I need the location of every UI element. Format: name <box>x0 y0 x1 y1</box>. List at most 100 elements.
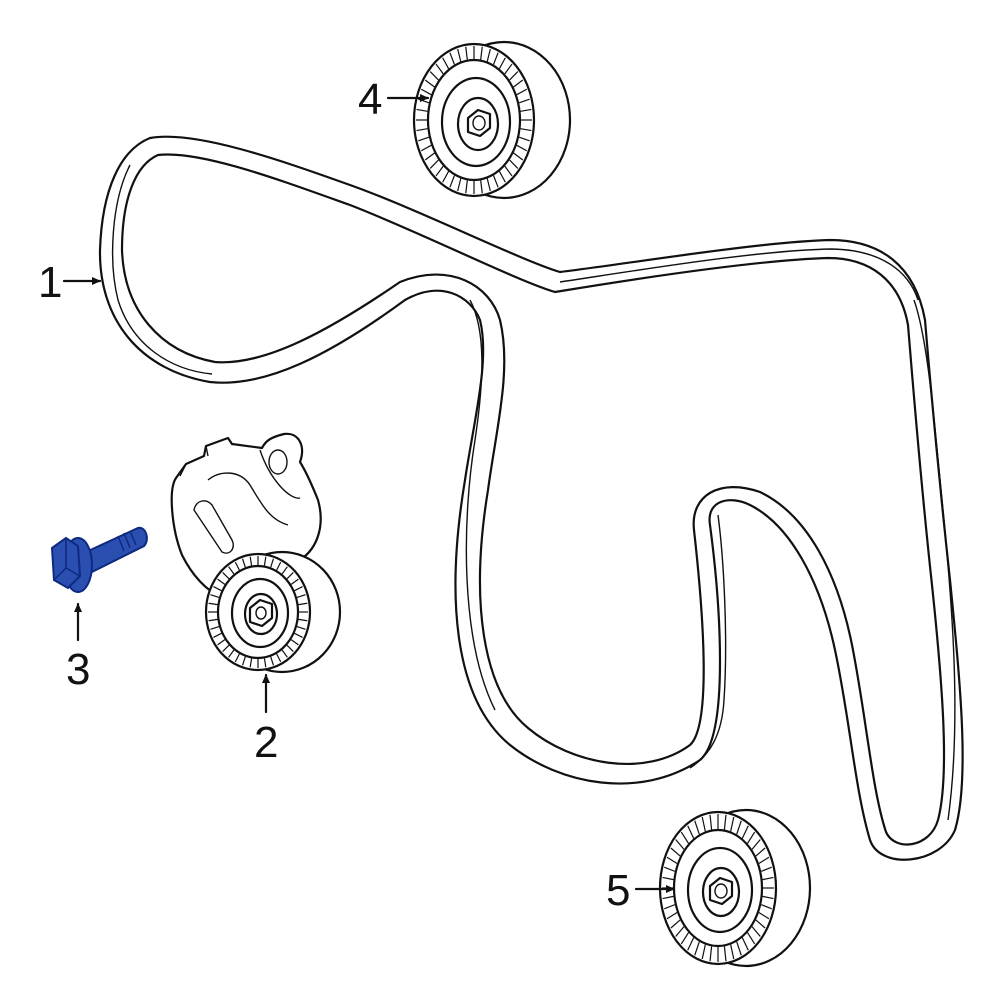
pulley-rib <box>518 136 530 142</box>
pulley-rib <box>709 946 713 962</box>
pulley-rib <box>694 820 700 835</box>
pulley-rib <box>208 602 218 606</box>
pulley-rib <box>210 625 220 630</box>
pulley-rib <box>509 71 519 81</box>
belt-outer-edge <box>98 135 964 861</box>
pulley-rib <box>680 932 690 945</box>
pulley-rib <box>675 926 685 937</box>
pulley-rib <box>680 831 690 844</box>
pulley-rib <box>286 644 294 653</box>
pulley-rib <box>263 658 267 668</box>
pulley-rib <box>746 932 756 945</box>
pulley-rib <box>213 586 222 592</box>
pulley-rib <box>213 632 222 638</box>
pulley-rib <box>290 639 299 646</box>
pulley-rib <box>709 814 713 830</box>
pulley-rib <box>424 79 435 88</box>
pulley-rib <box>760 904 772 910</box>
belt-tensioner[interactable] <box>170 432 342 674</box>
pulley-rib <box>270 656 275 666</box>
pulley-rib <box>270 558 275 568</box>
idler-pulley-lower[interactable] <box>658 808 812 968</box>
pulley-rib <box>762 895 774 900</box>
pulley-rib <box>210 594 220 599</box>
pulley-rib <box>418 136 430 142</box>
pulley-rib <box>670 847 681 857</box>
pulley-rib <box>760 866 772 872</box>
pulley-rib <box>730 944 735 960</box>
tensioner-bolt[interactable] <box>50 526 148 593</box>
pulley-rib <box>480 46 483 60</box>
idler-pulley-upper[interactable] <box>412 40 572 200</box>
pulley-rib <box>296 594 306 599</box>
pulley-rib <box>420 144 432 152</box>
pulley-rib <box>666 856 678 864</box>
pulley-rib <box>758 912 770 920</box>
pulley-rib <box>298 618 308 622</box>
pulley-rib <box>675 839 685 850</box>
pulley-rib <box>420 88 432 96</box>
callout-5: 5 <box>606 866 676 915</box>
pulley-rib <box>723 946 727 962</box>
pulley-rib <box>662 895 674 900</box>
pulley-rib <box>276 653 282 663</box>
pulley-rib <box>492 175 499 188</box>
pulley-rib <box>442 171 450 183</box>
callout-4: 4 <box>358 75 430 124</box>
bolt-threads <box>117 530 137 552</box>
pulley-rib <box>429 71 439 81</box>
callout-number-2: 2 <box>254 718 278 767</box>
pulley-rib <box>758 856 770 864</box>
pulley-rib <box>486 48 491 62</box>
callout-2: 2 <box>254 673 278 767</box>
pulley-rib <box>486 178 491 192</box>
pulley-rib <box>751 839 761 850</box>
pulley-rib <box>741 825 749 839</box>
pulley-rib <box>222 644 230 653</box>
pulley-rib <box>241 558 246 568</box>
pulley-rib <box>664 866 676 872</box>
pulley-rib <box>509 159 519 169</box>
pulley-rib <box>416 108 428 112</box>
pulley-rib <box>263 556 267 566</box>
pulley-rib <box>662 876 674 881</box>
pulley-rib <box>234 653 240 663</box>
pulley-rib <box>701 944 706 960</box>
callout-1: 1 <box>38 258 102 307</box>
pulley-rib <box>666 912 678 920</box>
pulley-rib <box>736 941 742 956</box>
serpentine-belt[interactable] <box>98 135 964 861</box>
pulley-rib <box>504 165 513 177</box>
callout-number-5: 5 <box>606 866 630 915</box>
pulley-rib <box>730 816 735 832</box>
belt-rib-line <box>559 248 919 301</box>
pulley-rib <box>286 571 294 580</box>
pulley-rib <box>751 926 761 937</box>
pulley-rib <box>217 578 226 585</box>
pulley-rib <box>249 658 253 668</box>
pulley-rib <box>442 57 450 69</box>
pulley-rib <box>281 566 288 575</box>
callout-number-4: 4 <box>358 75 382 124</box>
pulley-rib <box>294 632 303 638</box>
bolt-shank <box>84 526 148 574</box>
belt-rib-line <box>111 164 213 375</box>
belt-rib-line <box>465 299 496 711</box>
pulley-rib <box>228 566 235 575</box>
pulley-rib <box>276 561 282 571</box>
pulley-rib <box>741 937 749 951</box>
pulley-rib <box>670 919 681 929</box>
pulley-rib <box>449 175 456 188</box>
pulley-ribs <box>208 556 308 668</box>
pulley-rib <box>435 165 444 177</box>
pulley-rib <box>298 602 308 606</box>
pulley-rib <box>755 847 766 857</box>
belt-rib-line <box>913 299 956 821</box>
pulley-ribs <box>662 814 774 962</box>
pulley-rib <box>736 820 742 835</box>
pulley-rib <box>513 152 524 161</box>
pulley-rib <box>249 556 253 566</box>
pulley-rib <box>520 108 532 112</box>
pulley-rib <box>234 561 240 571</box>
